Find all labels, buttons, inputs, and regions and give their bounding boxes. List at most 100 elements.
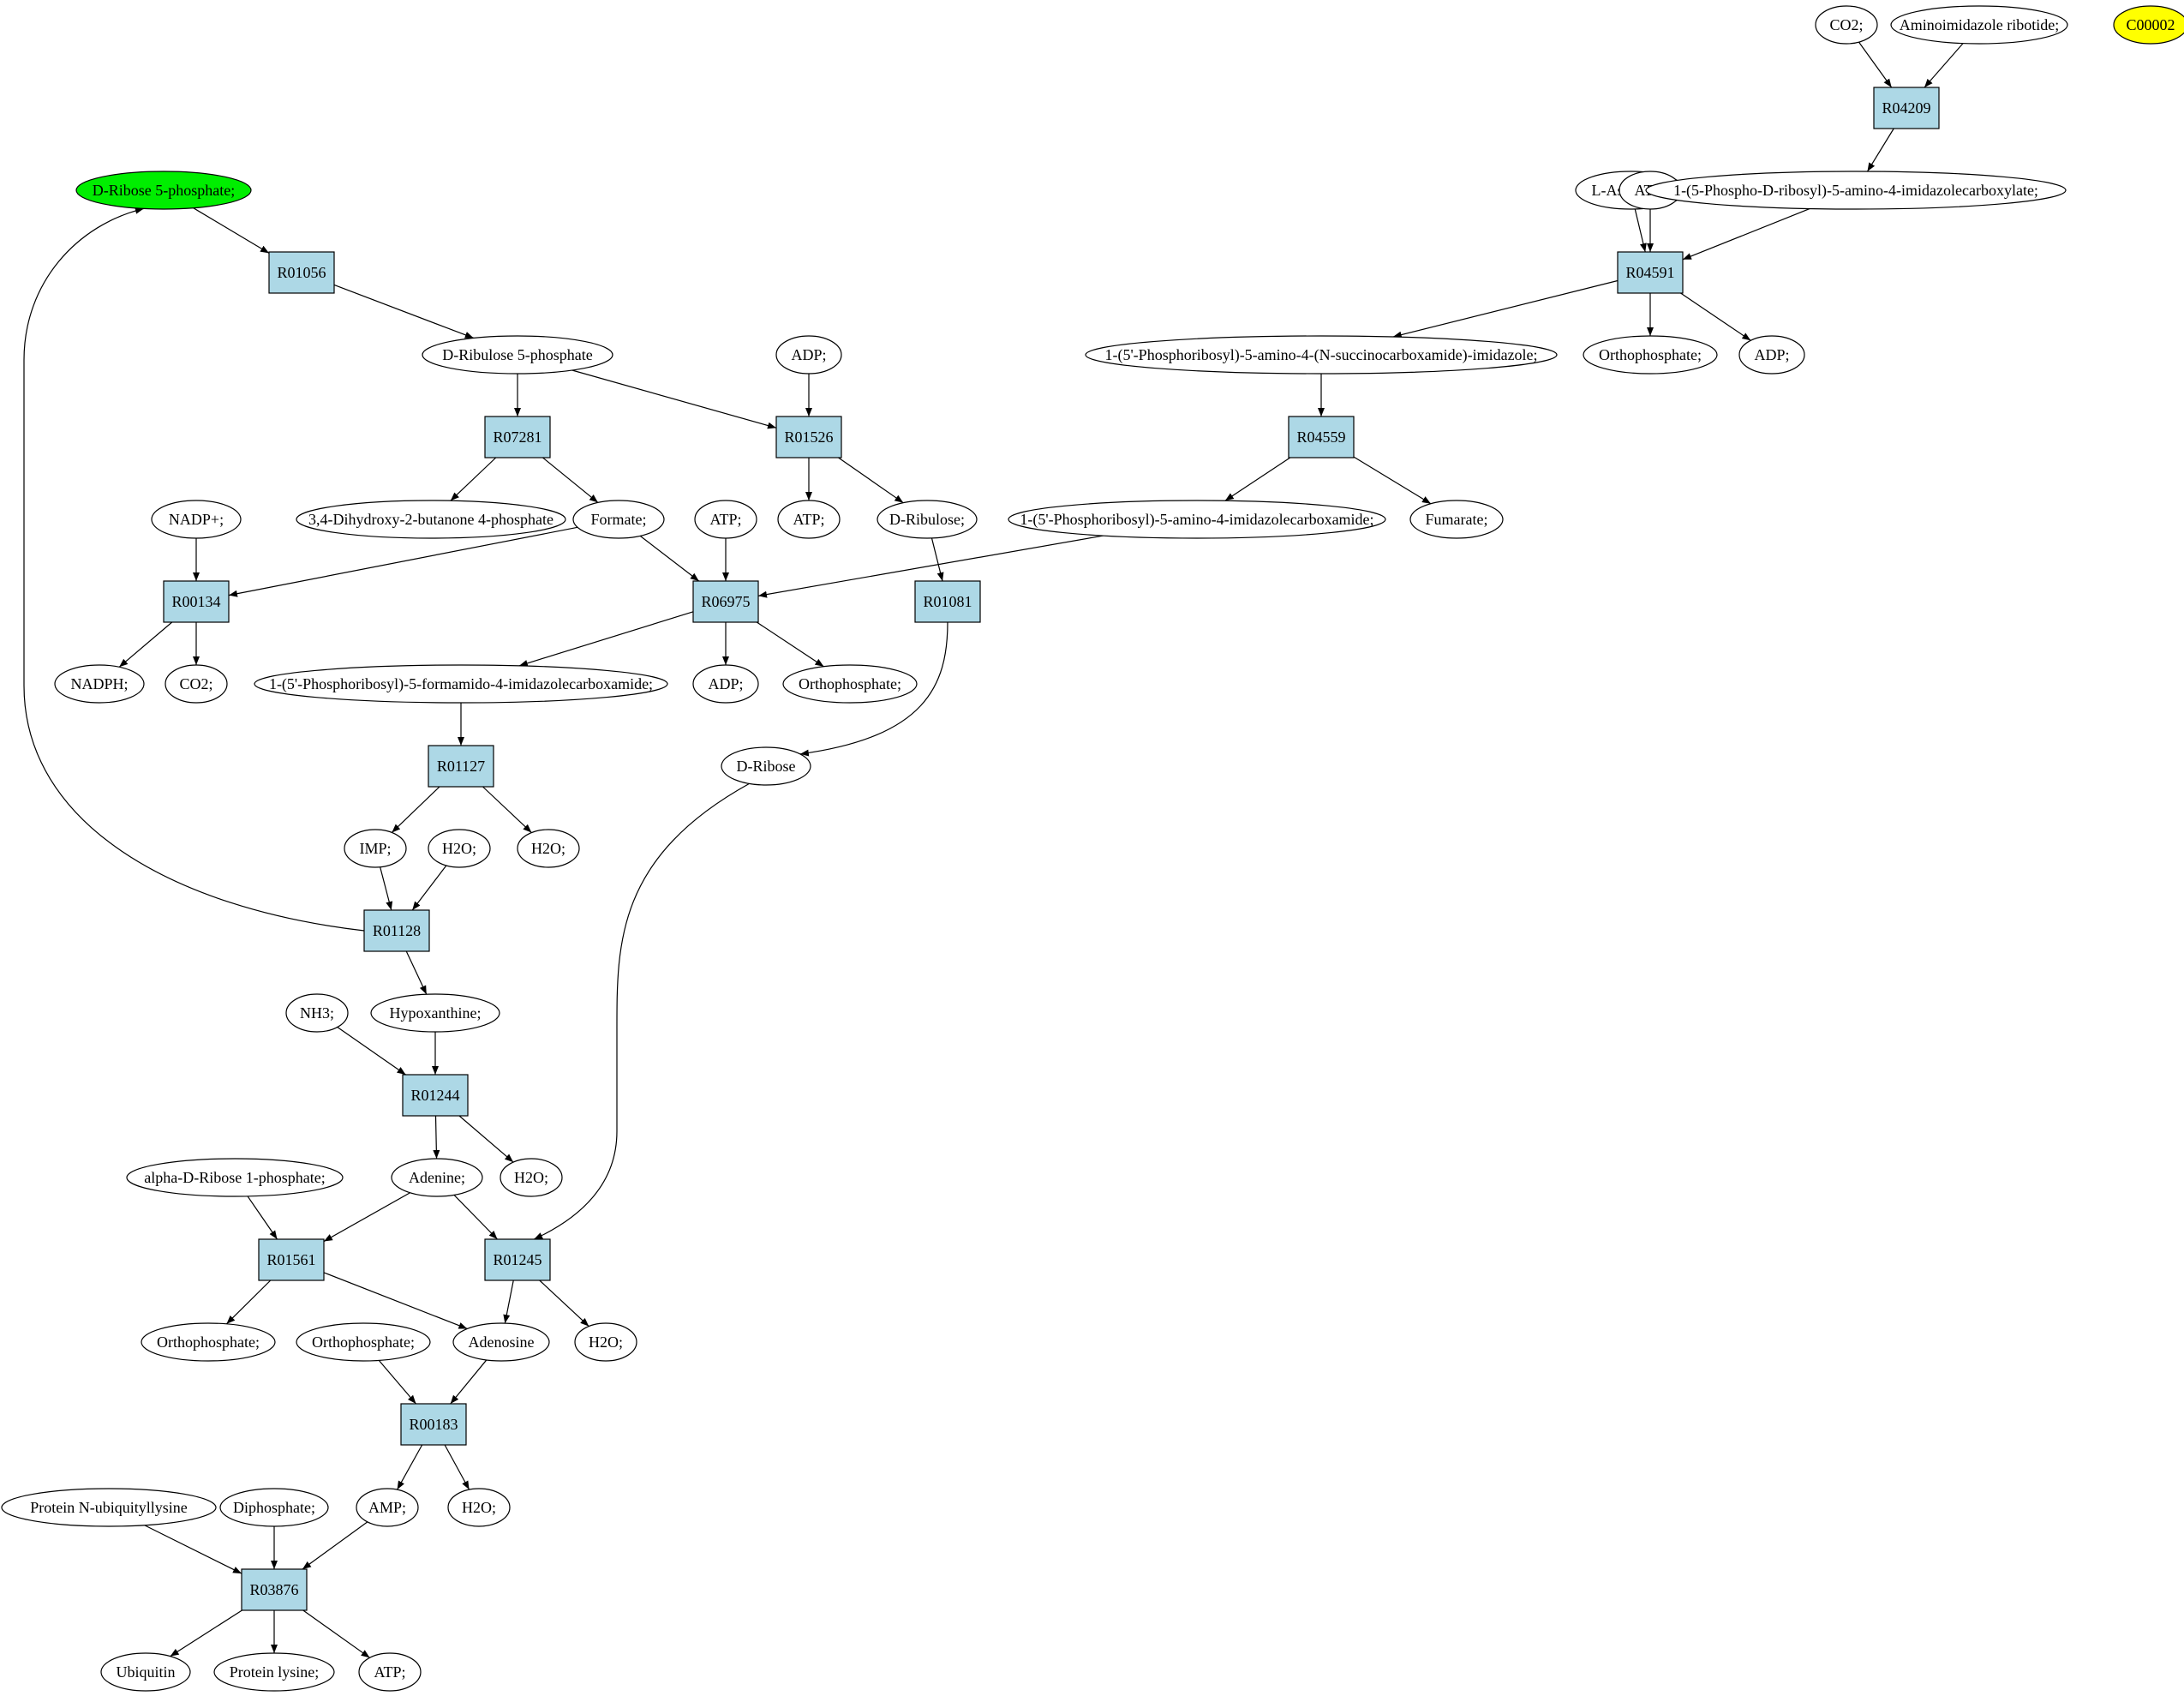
compound-ellipse	[1815, 5, 1878, 45]
node-label: ADP;	[708, 675, 743, 692]
compound-node-c_ru5p: D-Ribulose 5-phosphate	[422, 335, 613, 375]
reaction-node-r_R01056: R01056	[268, 251, 335, 294]
reaction-node-r_R04559: R04559	[1288, 416, 1355, 458]
node-label: Orthophosphate;	[799, 675, 901, 692]
reaction-box	[484, 416, 551, 458]
compound-ellipse	[1085, 335, 1558, 375]
edge-c_ar1p-to-r_R01561	[247, 1196, 278, 1240]
reaction-box	[914, 580, 981, 623]
edge-r_R06975-to-c_faicar	[518, 611, 694, 667]
compound-ellipse	[296, 500, 566, 539]
compound-ellipse	[254, 664, 668, 704]
compound-node-c_dhbp: 3,4-Dihydroxy-2-butanone 4-phosphate	[296, 500, 566, 539]
compound-ellipse	[500, 1158, 563, 1197]
node-label: Orthophosphate;	[1599, 346, 1702, 363]
edge-r_R04209-to-c_5pr_carboxylate	[1866, 128, 1894, 172]
node-label: 1-(5'-Phosphoribosyl)-5-formamido-4-imid…	[269, 675, 653, 693]
reaction-box	[363, 909, 430, 952]
compound-node-c_nadp: NADP+;	[151, 500, 242, 539]
edge-c_r5p-to-r_R01056	[193, 207, 270, 254]
compound-ellipse	[572, 500, 665, 539]
compound-node-c_co2_r00134: CO2;	[165, 664, 228, 704]
compound-node-c_saicar: 1-(5'-Phosphoribosyl)-5-amino-4-(N-succi…	[1085, 335, 1558, 375]
compound-ellipse	[141, 1322, 276, 1362]
edge-r_R01245-to-c_h2o_r01245	[539, 1279, 589, 1327]
compound-ellipse	[151, 500, 242, 539]
compound-node-c_adenine: Adenine;	[391, 1158, 483, 1197]
node-label: IMP;	[359, 840, 391, 857]
compound-node-c_co2_top: CO2;	[1815, 5, 1878, 45]
reaction-node-r_R06975: R06975	[692, 580, 759, 623]
edge-r_R01056-to-c_ru5p	[333, 284, 474, 339]
node-label: R01561	[266, 1251, 315, 1268]
node-label: R06975	[701, 593, 750, 610]
compound-ellipse	[344, 829, 407, 868]
edge-c_amp-to-r_R03876	[302, 1521, 368, 1570]
edge-c_formate-to-r_R06975	[639, 535, 700, 582]
node-label: H2O;	[514, 1169, 548, 1186]
reaction-node-r_R01128: R01128	[363, 909, 430, 952]
edge-c_adenosine-to-r_R00183	[450, 1359, 488, 1405]
node-label: AMP;	[368, 1499, 406, 1516]
edge-r_R00183-to-c_amp	[397, 1444, 423, 1490]
node-label: D-Ribose	[737, 758, 796, 775]
compound-node-c_air: Aminoimidazole ribotide;	[1890, 5, 2068, 45]
compound-node-c_orthophos_r04591: Orthophosphate;	[1583, 335, 1718, 375]
node-label: Diphosphate;	[233, 1499, 315, 1516]
compound-node-c_5pr_carboxylate: 1-(5-Phospho-D-ribosyl)-5-amino-4-imidaz…	[1645, 171, 2067, 210]
node-label: Orthophosphate;	[312, 1333, 415, 1351]
compound-ellipse	[1738, 335, 1805, 375]
compound-node-c_orthophos_r00183: Orthophosphate;	[296, 1322, 431, 1362]
compound-node-c_orthophos_r06975: Orthophosphate;	[782, 664, 918, 704]
node-label: 1-(5-Phospho-D-ribosyl)-5-amino-4-imidaz…	[1673, 182, 2038, 200]
node-label: R01127	[437, 758, 485, 775]
compound-node-c_protein_lysine: Protein lysine;	[213, 1652, 335, 1692]
edge-r_R00183-to-c_h2o_r00183	[444, 1444, 470, 1490]
edge-r_R04559-to-c_fumarate	[1353, 456, 1432, 505]
node-label: Adenosine	[469, 1333, 535, 1351]
edge-r_R01127-to-c_h2o_r01127	[482, 786, 532, 833]
compound-node-c_adenosine: Adenosine	[452, 1322, 550, 1362]
reaction-node-r_R07281: R07281	[484, 416, 551, 458]
compound-node-c_imp: IMP;	[344, 829, 407, 868]
node-label: H2O;	[531, 840, 565, 857]
node-label: D-Ribulose 5-phosphate	[442, 346, 592, 363]
edge-c_laspartate-to-r_R04591	[1634, 208, 1647, 253]
node-label: R04559	[1296, 428, 1345, 446]
edge-r_R07281-to-c_dhbp	[450, 457, 497, 501]
compound-node-c_h2o_r01245: H2O;	[574, 1322, 637, 1362]
compound-ellipse	[782, 664, 918, 704]
reaction-box	[775, 416, 842, 458]
compound-ellipse	[1, 1488, 217, 1527]
compound-node-c_protein_nub: Protein N-ubiquityllysine	[1, 1488, 217, 1527]
compound-node-c_aicar: 1-(5'-Phosphoribosyl)-5-amino-4-imidazol…	[1008, 500, 1386, 539]
compound-ellipse	[777, 500, 841, 539]
compound-node-c_atp_r03876: ATP;	[358, 1652, 422, 1692]
compound-node-c_amp: AMP;	[356, 1488, 419, 1527]
node-label: Hypoxanthine;	[390, 1004, 482, 1022]
compound-node-c_diphosphate: Diphosphate;	[219, 1488, 329, 1527]
edge-c_ru5p-to-r_R01526	[571, 369, 777, 429]
node-label: 1-(5'-Phosphoribosyl)-5-amino-4-imidazol…	[1020, 511, 1373, 529]
compound-node-c_adp_r01526: ADP;	[775, 335, 842, 375]
node-label: alpha-D-Ribose 1-phosphate;	[144, 1169, 325, 1186]
node-label: CO2;	[1829, 16, 1863, 33]
node-label: Adenine;	[409, 1169, 465, 1186]
reaction-node-r_R01127: R01127	[428, 745, 494, 788]
node-label: Protein N-ubiquityllysine	[30, 1499, 188, 1516]
compound-ellipse	[1583, 335, 1718, 375]
compound-ellipse	[100, 1652, 191, 1692]
compound-ellipse	[877, 500, 978, 539]
node-label: H2O;	[589, 1333, 623, 1351]
reaction-node-r_R00134: R00134	[163, 580, 230, 623]
edge-r_R04591-to-c_saicar	[1392, 279, 1619, 339]
reaction-box	[1617, 251, 1684, 294]
compound-ellipse	[447, 1488, 511, 1527]
node-label: D-Ribulose;	[889, 511, 965, 528]
reaction-node-r_R01245: R01245	[484, 1238, 551, 1281]
reaction-box	[692, 580, 759, 623]
node-label: R01244	[410, 1087, 459, 1104]
edge-c_orthophos_r00183-to-r_R00183	[378, 1360, 416, 1405]
reaction-box	[268, 251, 335, 294]
